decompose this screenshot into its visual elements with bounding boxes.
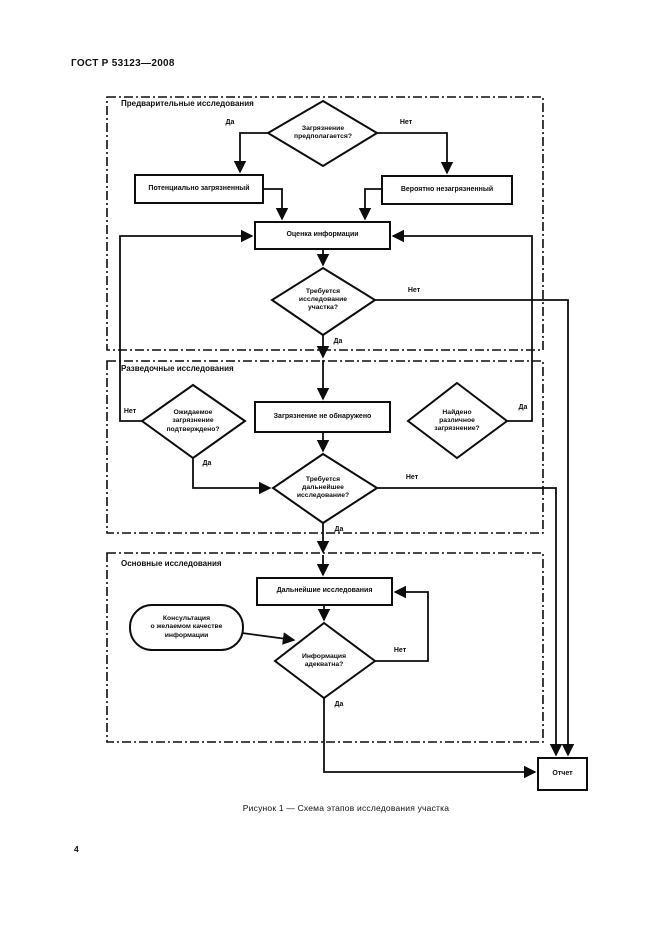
decision-information-adequate bbox=[273, 621, 377, 700]
document-header: ГОСТ Р 53123—2008 bbox=[71, 58, 175, 69]
section-title-main: Основные исследования bbox=[121, 559, 222, 568]
label-further-investigation-required: Требуется дальнейшее исследование? bbox=[296, 475, 350, 499]
edge-potential-to-evaluation bbox=[263, 188, 289, 221]
box-contamination-not-found bbox=[254, 401, 391, 433]
edge-probable-to-evaluation bbox=[358, 188, 382, 221]
edge-adequate-yes-to-report bbox=[323, 698, 537, 779]
label-contamination-assumed: Загрязнение предполагается? bbox=[294, 124, 352, 140]
page-number: 4 bbox=[74, 844, 79, 854]
edge-required-no-to-report bbox=[375, 299, 575, 757]
edge-label-yes: Да bbox=[518, 403, 528, 411]
label-consultation: Консультация о желаемом качестве информа… bbox=[150, 615, 223, 639]
decision-expected-contamination-confirmed bbox=[140, 383, 247, 460]
edge-label-yes: Да bbox=[202, 459, 212, 467]
edge-label-yes: Да bbox=[334, 700, 344, 708]
edge-label-no: Нет bbox=[407, 286, 421, 294]
box-further-investigations bbox=[256, 577, 393, 606]
edge-label-no: Нет bbox=[405, 473, 419, 481]
label-probably-uncontaminated: Вероятно незагрязненный bbox=[400, 185, 494, 193]
edge-adequate-no bbox=[375, 585, 429, 662]
edge-consultation-to-adequate bbox=[241, 632, 296, 645]
label-different-contamination-found: Найдено различное загрязнение? bbox=[434, 408, 480, 432]
edge-label-no: Нет bbox=[393, 646, 407, 654]
edge-label-no: Нет bbox=[123, 407, 137, 415]
label-further-investigations: Дальнейшие исследования bbox=[276, 587, 373, 595]
decision-different-contamination-found bbox=[406, 381, 509, 460]
label-report: Отчет bbox=[552, 769, 573, 777]
edge-further-no-to-report bbox=[377, 487, 563, 757]
frame-exploratory-investigations bbox=[106, 360, 544, 534]
edge-label-yes: Да bbox=[333, 337, 343, 345]
label-contamination-not-found: Загрязнение не обнаружено bbox=[273, 412, 372, 420]
label-information-adequate: Информация адекватна? bbox=[301, 652, 347, 668]
box-potentially-contaminated bbox=[134, 174, 264, 204]
label-potentially-contaminated: Потенциально загрязненный bbox=[148, 184, 250, 192]
box-probably-uncontaminated bbox=[381, 175, 513, 205]
section-title-exploratory: Разведочные исследования bbox=[121, 364, 234, 373]
decision-further-investigation-required bbox=[271, 452, 379, 525]
edge-assumed-no bbox=[377, 132, 454, 175]
edge-confirmed-yes bbox=[192, 458, 272, 495]
edge-confirmed-no-to-evaluation bbox=[119, 229, 254, 422]
edge-label-no: Нет bbox=[399, 118, 413, 126]
decision-site-investigation-required bbox=[270, 266, 377, 337]
label-info-evaluation: Оценка информации bbox=[286, 231, 359, 239]
box-info-evaluation bbox=[254, 221, 391, 250]
edge-label-yes: Да bbox=[225, 118, 235, 126]
edge-different-yes-to-evaluation bbox=[391, 229, 533, 422]
terminator-consultation bbox=[129, 604, 244, 651]
label-expected-contamination-confirmed: Ожидаемое загрязнение подтверждено? bbox=[166, 409, 220, 433]
section-title-preliminary: Предварительные исследования bbox=[121, 99, 254, 108]
label-site-investigation-required: Требуется исследование участка? bbox=[298, 287, 348, 311]
figure-caption: Рисунок 1 — Схема этапов исследования уч… bbox=[242, 803, 450, 813]
box-report bbox=[537, 757, 588, 791]
edge-assumed-yes bbox=[233, 132, 268, 174]
edge-label-yes: Да bbox=[334, 525, 344, 533]
decision-contamination-assumed bbox=[266, 99, 379, 168]
